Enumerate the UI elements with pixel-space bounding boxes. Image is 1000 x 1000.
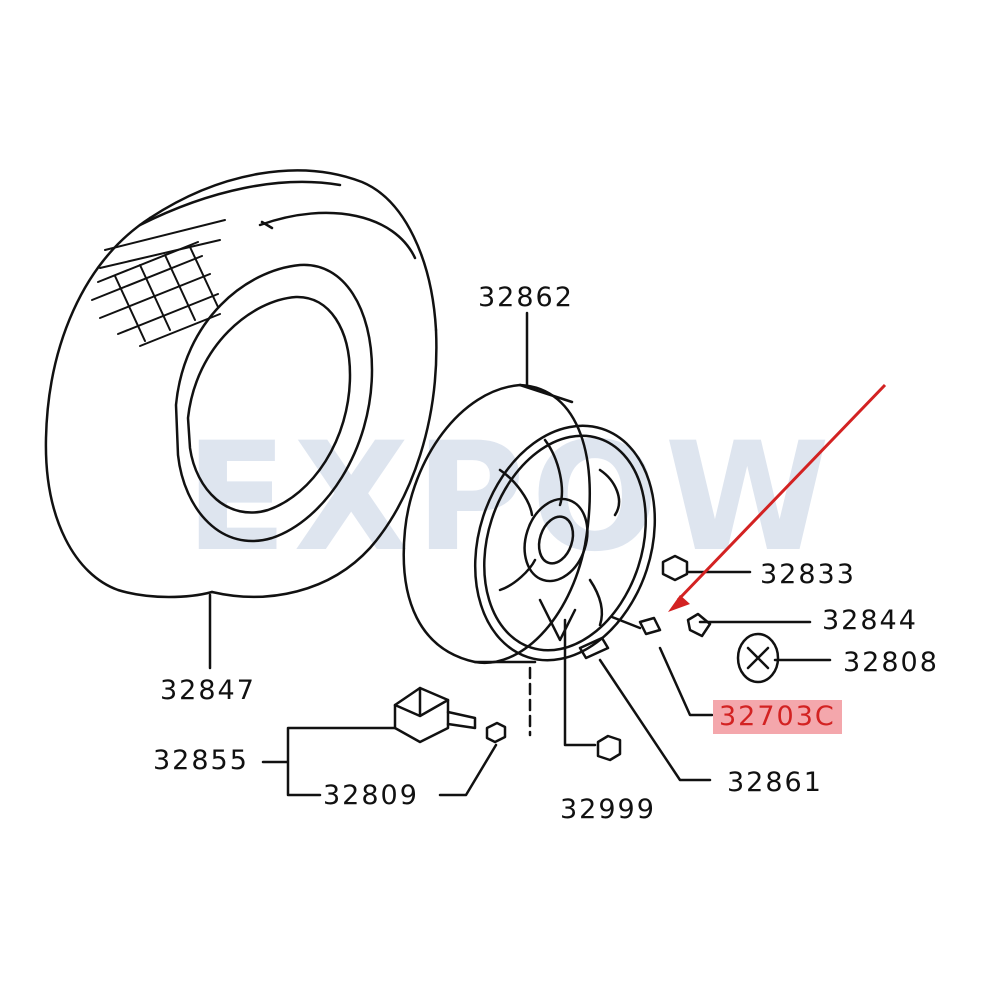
part-label-32847: 32847	[160, 675, 256, 706]
tire-tread-pattern	[91, 219, 226, 347]
part-label-32999: 32999	[560, 794, 656, 825]
part-label-32833: 32833	[760, 559, 856, 590]
leader-lines	[208, 311, 832, 797]
part-label-32855: 32855	[153, 745, 249, 776]
tpms-sensor-illustration	[393, 686, 477, 744]
wheel-rim-illustration	[402, 383, 657, 665]
part-label-32703c-highlighted: 32703C	[713, 700, 842, 734]
part-label-32862: 32862	[478, 282, 574, 313]
highlight-arrow	[668, 383, 887, 612]
part-label-32844: 32844	[822, 605, 918, 636]
part-label-32809: 32809	[323, 780, 419, 811]
part-label-32861: 32861	[727, 767, 823, 798]
small-parts-illustrations	[485, 554, 780, 762]
tire-illustration	[44, 169, 438, 599]
part-label-32808: 32808	[843, 647, 939, 678]
